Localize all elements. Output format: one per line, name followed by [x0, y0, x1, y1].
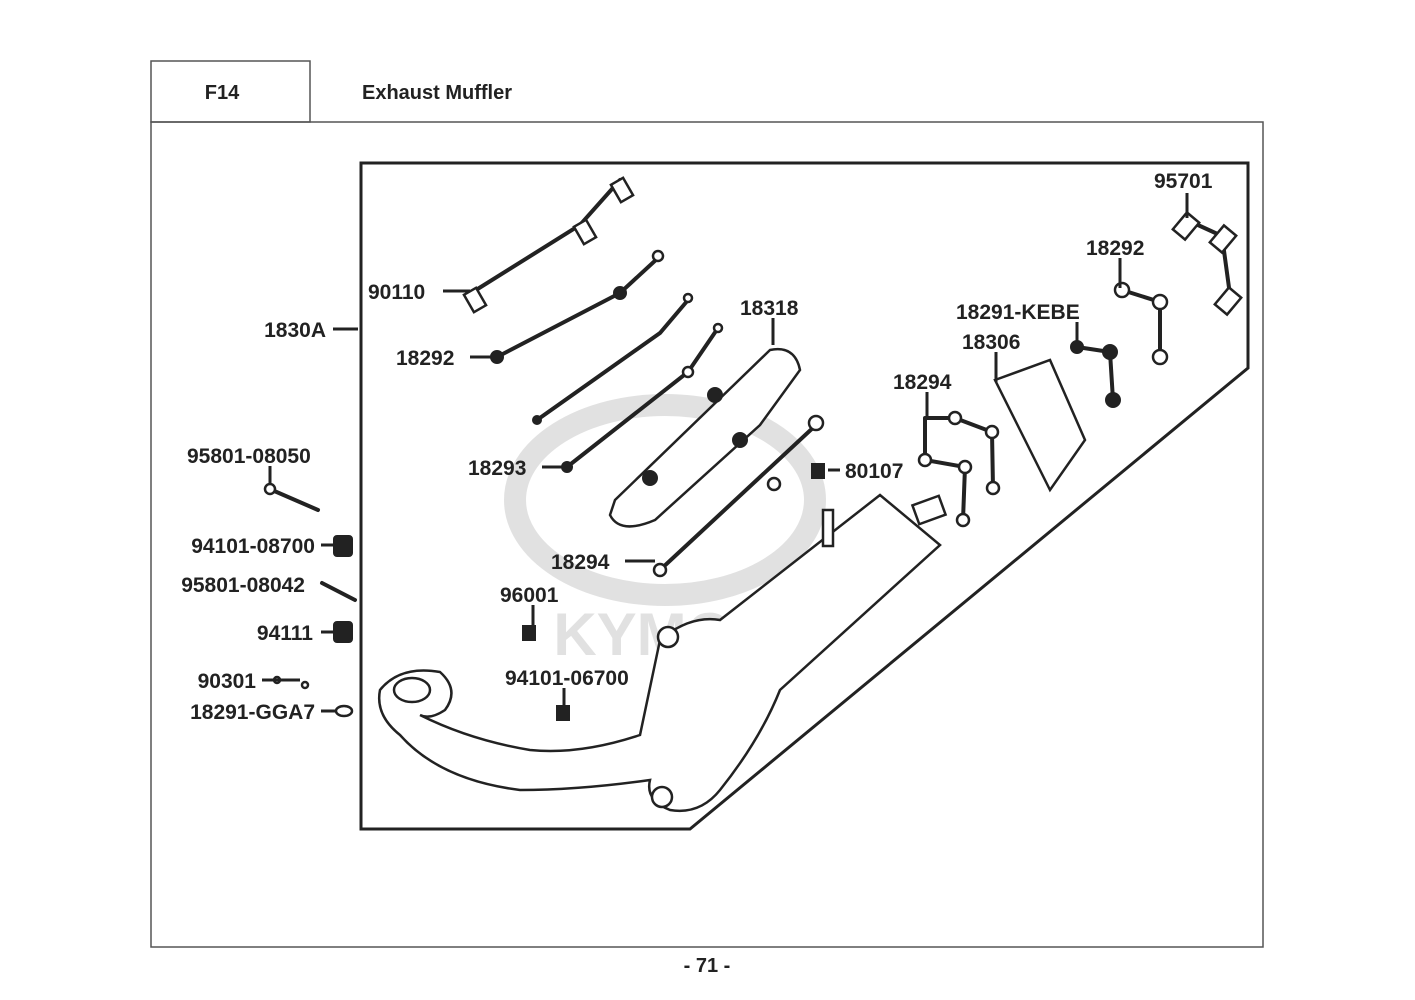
- callout-95701: 95701: [1154, 170, 1213, 193]
- leader-lines: [262, 193, 1189, 713]
- callout-90301: 90301: [198, 670, 257, 693]
- callout-18306: 18306: [962, 331, 1020, 354]
- page-frame: [150, 121, 1264, 948]
- section-code: F14: [205, 82, 240, 104]
- callout-18294: 18294: [551, 551, 610, 574]
- callout-95801-08050: 95801-08050: [187, 445, 311, 468]
- callout-94101-06700: 94101-06700: [505, 667, 629, 690]
- callout-80107: 80107: [845, 460, 903, 483]
- callout-94101-08700: 94101-08700: [191, 535, 315, 558]
- callout-18318: 18318: [740, 297, 799, 320]
- heat-shield: [608, 347, 802, 528]
- bracket: [993, 358, 1087, 493]
- callout-1830A: 1830A: [264, 319, 326, 342]
- callout-18291-GGA7: 18291-GGA7: [190, 701, 315, 724]
- page-number: - 71 -: [684, 955, 731, 977]
- callout-96001: 96001: [500, 584, 559, 607]
- assembly-outline: [359, 161, 1250, 831]
- callout-90110: 90110: [368, 281, 425, 304]
- section-title: Exhaust Muffler: [362, 82, 512, 104]
- callout-18292: 18292: [396, 347, 454, 370]
- callout-18293: 18293: [468, 457, 526, 480]
- callout-95801-08042: 95801-08042: [181, 574, 305, 597]
- callout-18294: 18294: [893, 371, 952, 394]
- muffler: [377, 493, 948, 813]
- hardware: [263, 176, 1243, 721]
- callout-18291-KEBE: 18291-KEBE: [956, 301, 1080, 324]
- callout-94111: 94111: [257, 622, 313, 645]
- callout-18292: 18292: [1086, 237, 1144, 260]
